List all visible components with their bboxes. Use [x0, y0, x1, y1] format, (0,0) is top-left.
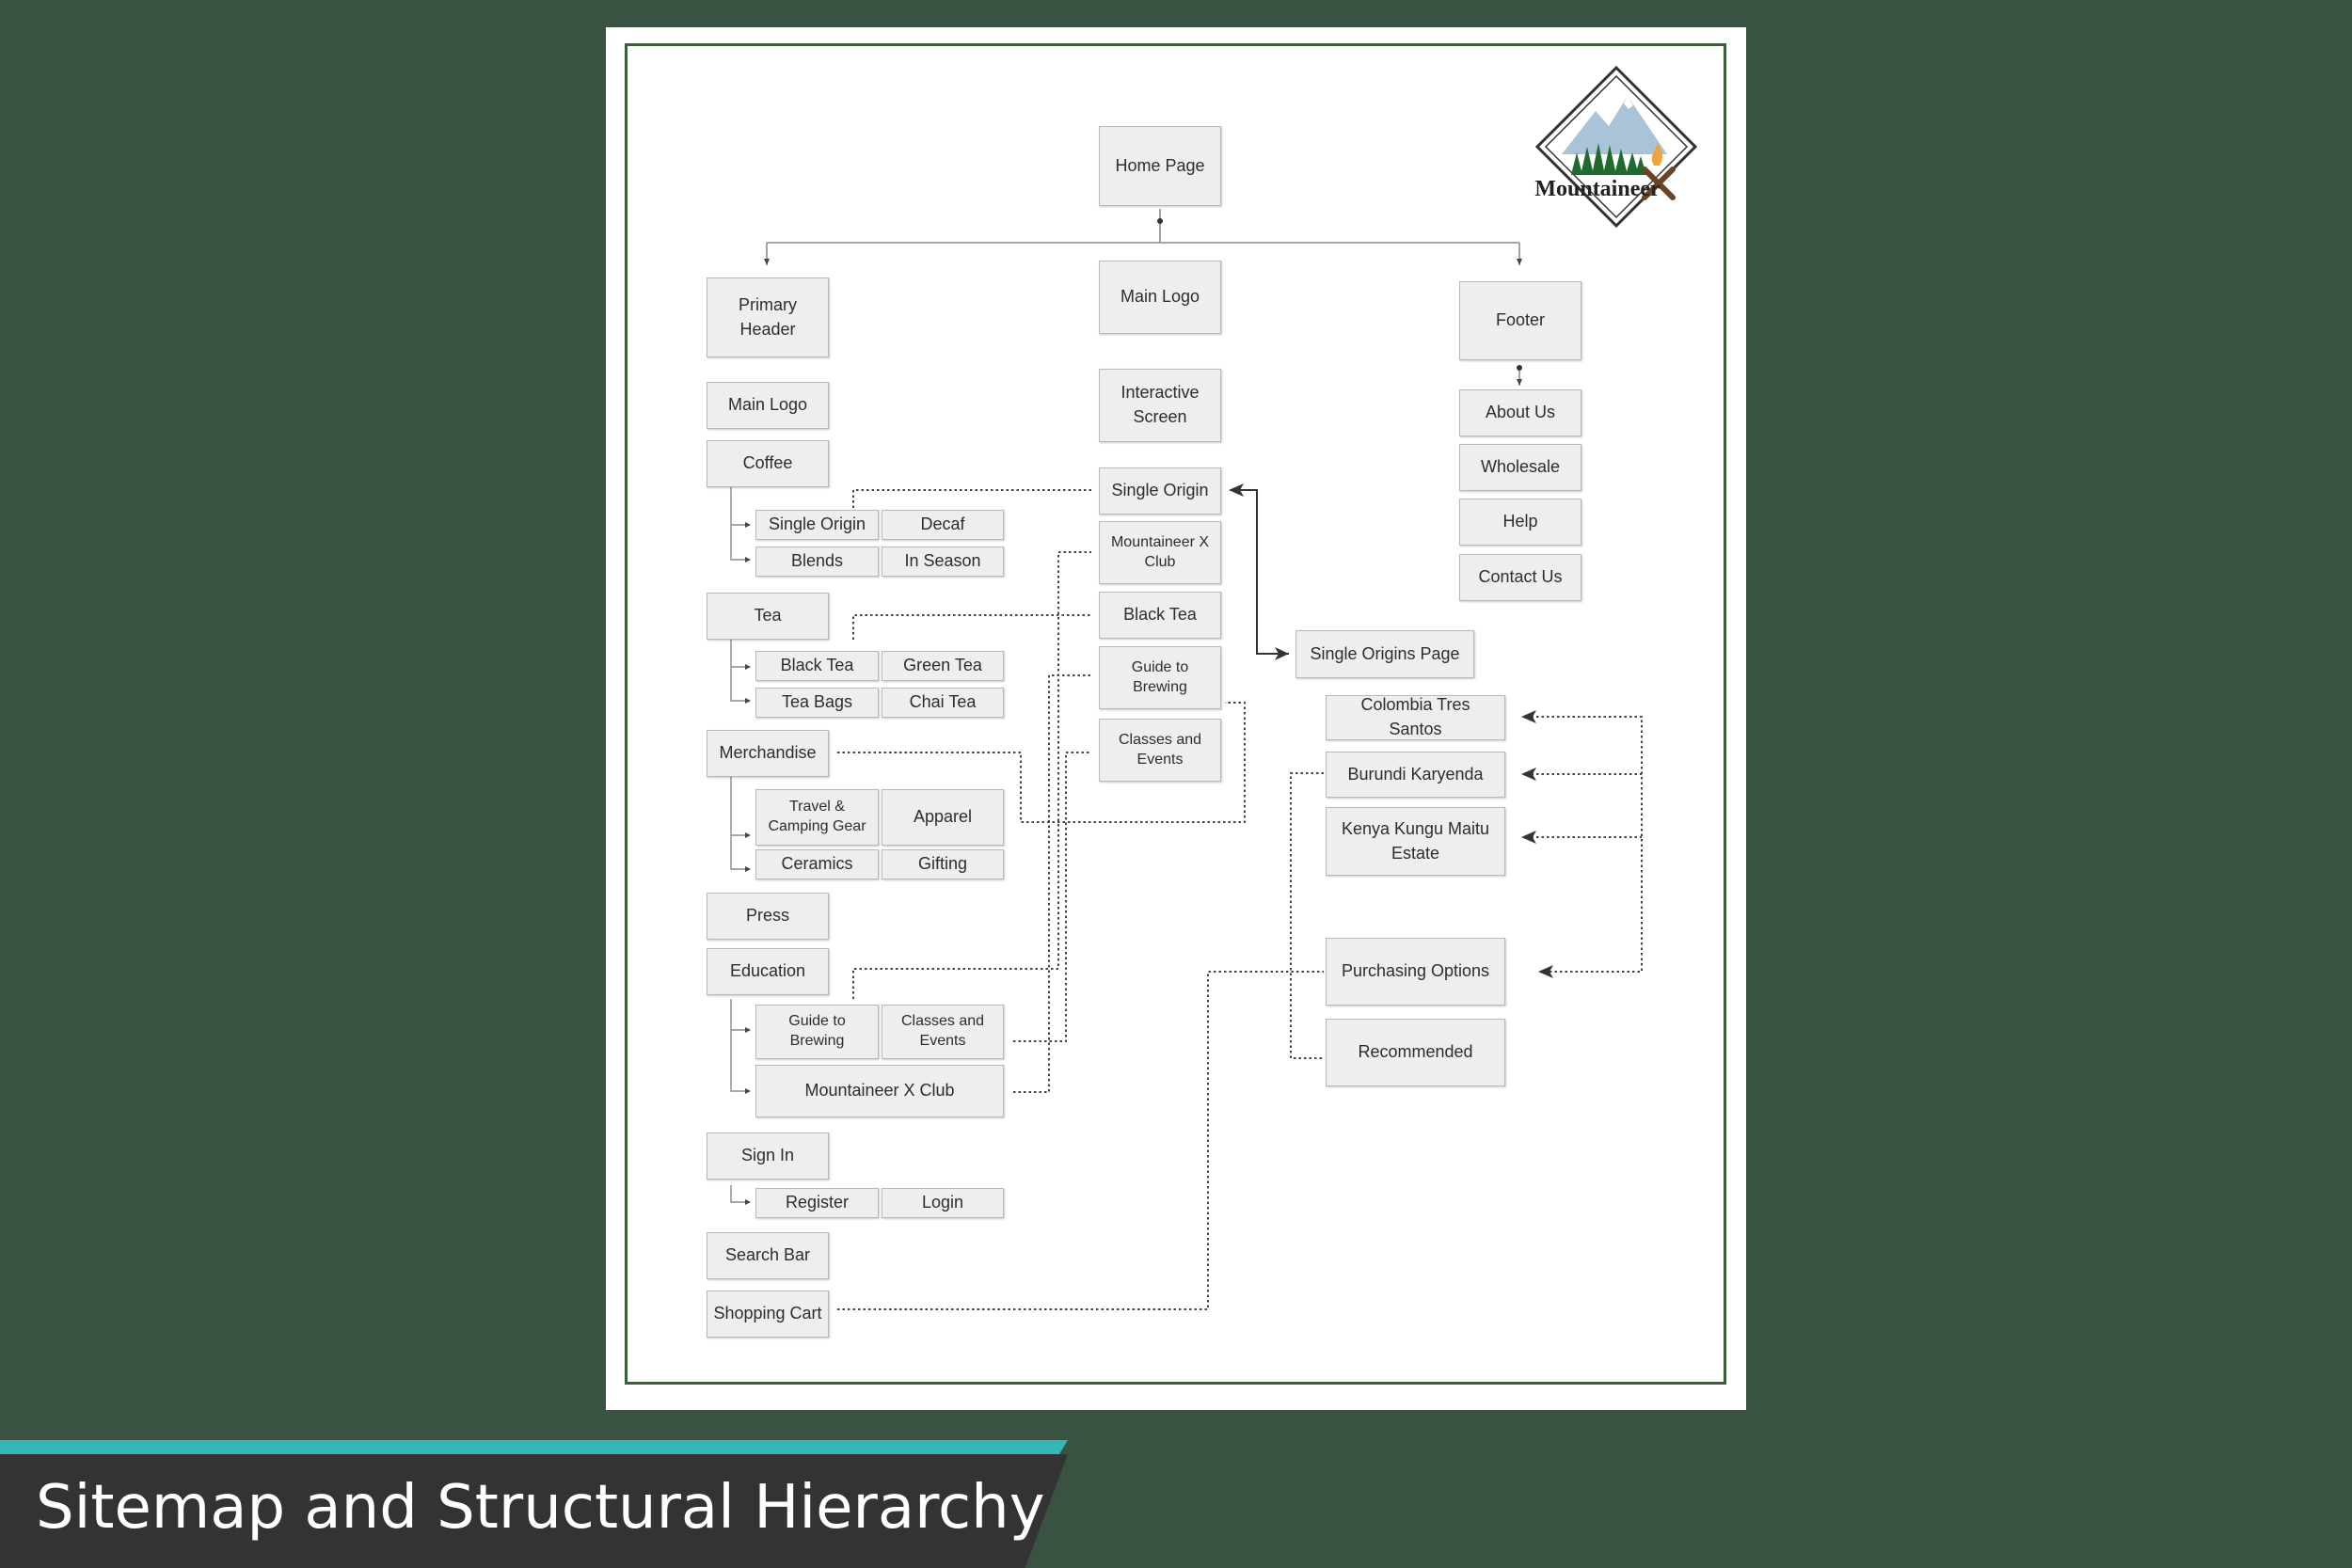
mountaineer-x-logo-icon: Mountaineer — [1534, 65, 1698, 229]
node-shopping-cart: Shopping Cart — [707, 1291, 829, 1338]
node-chai-tea: Chai Tea — [882, 688, 1004, 718]
node-single-origins-page: Single Origins Page — [1295, 630, 1474, 678]
node-black-tea: Black Tea — [755, 651, 879, 681]
node-single-origin: Single Origin — [755, 510, 879, 540]
node-merchandise: Merchandise — [707, 730, 829, 777]
node-ceramics: Ceramics — [755, 849, 879, 879]
node-is-classes-and-events: Classes and Events — [1099, 719, 1221, 782]
node-purchasing-options: Purchasing Options — [1326, 938, 1505, 1006]
node-main-logo: Main Logo — [707, 382, 829, 429]
node-colombia-tres-santos: Colombia Tres Santos — [1326, 695, 1505, 740]
logo-wordmark: Mountaineer — [1534, 177, 1661, 201]
node-coffee: Coffee — [707, 440, 829, 487]
node-apparel: Apparel — [882, 789, 1004, 846]
node-main-logo-center: Main Logo — [1099, 261, 1221, 334]
node-search-bar: Search Bar — [707, 1232, 829, 1279]
node-tea-bags: Tea Bags — [755, 688, 879, 718]
node-classes-and-events: Classes and Events — [882, 1005, 1004, 1059]
node-primary-header: Primary Header — [707, 277, 829, 357]
dotted-arrowheads — [1521, 710, 1553, 978]
node-tea: Tea — [707, 593, 829, 640]
node-contact-us: Contact Us — [1459, 554, 1581, 601]
node-gifting: Gifting — [882, 849, 1004, 879]
node-press: Press — [707, 893, 829, 940]
node-education: Education — [707, 948, 829, 995]
node-travel-camping-gear: Travel & Camping Gear — [755, 789, 879, 846]
bracket-arrowheads — [745, 522, 751, 1205]
node-footer: Footer — [1459, 281, 1581, 360]
node-interactive-screen: Interactive Screen — [1099, 369, 1221, 442]
single-origin-link — [1232, 489, 1289, 660]
node-is-single-origin: Single Origin — [1099, 467, 1221, 515]
node-register: Register — [755, 1188, 879, 1218]
footer-dot — [1517, 365, 1522, 371]
node-is-black-tea: Black Tea — [1099, 592, 1221, 639]
banner-accent-strip — [0, 1440, 1068, 1454]
node-green-tea: Green Tea — [882, 651, 1004, 681]
slide-title: Sitemap and Structural Hierarchy — [36, 1473, 1045, 1543]
node-burundi-karyenda: Burundi Karyenda — [1326, 752, 1505, 798]
node-blends: Blends — [755, 546, 879, 577]
node-wholesale: Wholesale — [1459, 444, 1581, 491]
node-kenya-kungu-maitu-estate: Kenya Kungu Maitu Estate — [1326, 807, 1505, 876]
dotted-links — [837, 489, 1643, 1310]
node-in-season: In Season — [882, 546, 1004, 577]
node-login: Login — [882, 1188, 1004, 1218]
node-is-mountaineer-x-club: Mountaineer X Club — [1099, 521, 1221, 584]
node-recommended: Recommended — [1326, 1019, 1505, 1086]
node-decaf: Decaf — [882, 510, 1004, 540]
title-banner — [0, 1454, 1068, 1568]
node-mountaineer-x-club: Mountaineer X Club — [755, 1065, 1004, 1117]
node-sign-in: Sign In — [707, 1132, 829, 1180]
node-home-page: Home Page — [1099, 126, 1221, 206]
node-help: Help — [1459, 499, 1581, 546]
node-about-us: About Us — [1459, 389, 1581, 436]
node-is-guide-to-brewing: Guide to Brewing — [1099, 646, 1221, 709]
home-dot — [1157, 218, 1163, 224]
sitemap-frame — [625, 43, 1726, 1385]
node-guide-to-brewing: Guide to Brewing — [755, 1005, 879, 1059]
